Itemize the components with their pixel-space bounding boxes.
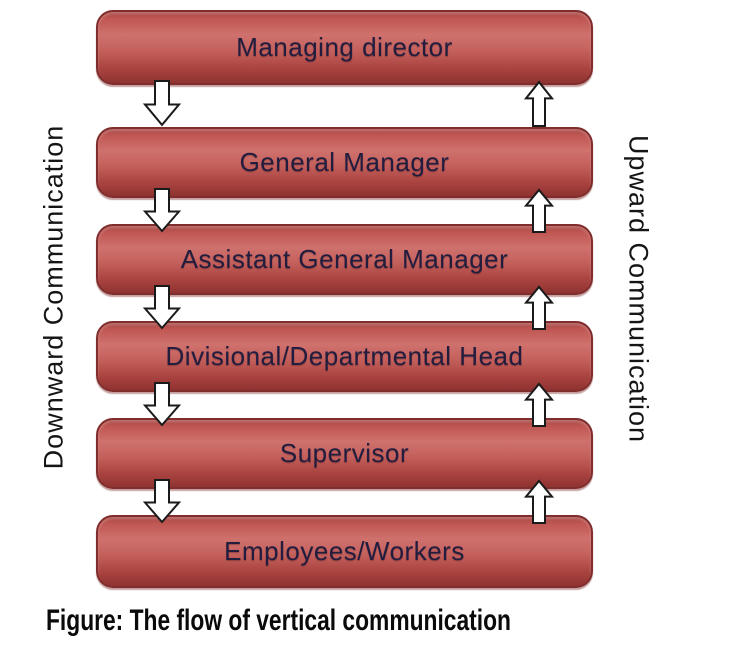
upward-communication-label: Upward Communication: [623, 134, 654, 444]
level-box-divisional-departmental-head: Divisional/Departmental Head: [96, 321, 593, 392]
up-arrow-icon: [524, 188, 554, 233]
level-label-managing-director: Managing director: [236, 32, 453, 62]
level-box-general-manager: General Manager: [96, 127, 593, 198]
level-label-assistant-general-manager: Assistant General Manager: [180, 244, 509, 274]
up-arrow-icon: [524, 80, 554, 127]
downward-communication-label: Downward Communication: [38, 124, 69, 470]
level-box-employees-workers: Employees/Workers: [96, 515, 593, 588]
level-box-managing-director: Managing director: [96, 10, 593, 85]
down-arrow-icon: [142, 80, 182, 127]
up-arrow-icon: [524, 382, 554, 427]
down-arrow-icon: [142, 479, 182, 524]
figure-caption: Figure: The flow of vertical communicati…: [46, 604, 511, 637]
level-box-supervisor: Supervisor: [96, 418, 593, 489]
up-arrow-icon: [524, 479, 554, 524]
level-label-general-manager: General Manager: [239, 147, 450, 177]
level-label-employees-workers: Employees/Workers: [224, 536, 465, 566]
down-arrow-icon: [142, 382, 182, 427]
level-label-supervisor: Supervisor: [279, 438, 410, 468]
level-label-divisional-departmental-head: Divisional/Departmental Head: [165, 341, 524, 371]
level-box-assistant-general-manager: Assistant General Manager: [96, 224, 593, 295]
down-arrow-icon: [142, 188, 182, 233]
up-arrow-icon: [524, 285, 554, 330]
down-arrow-icon: [142, 285, 182, 330]
